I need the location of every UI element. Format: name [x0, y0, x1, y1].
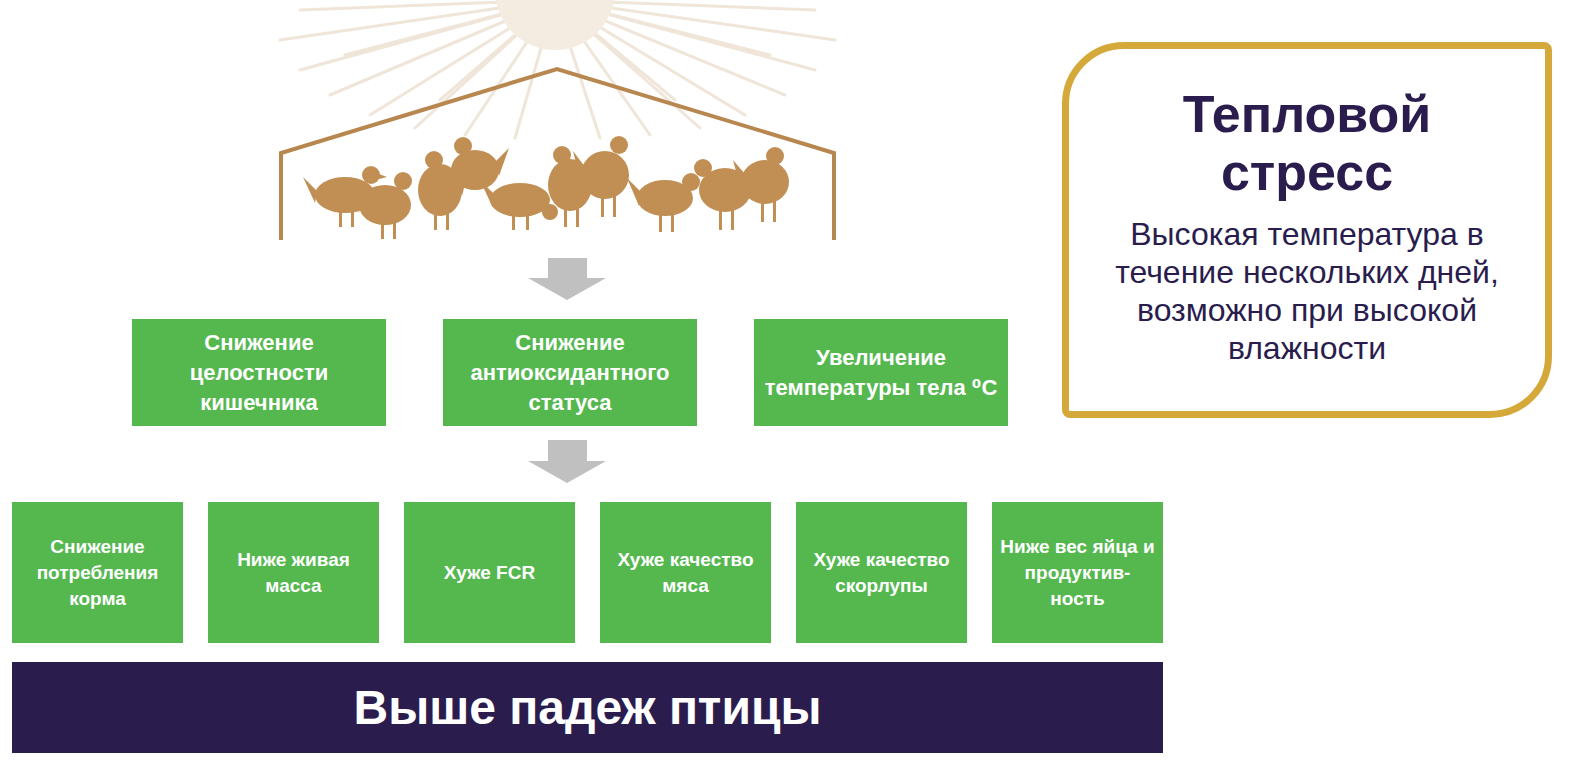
box-text: Ниже вес яйца и продуктив- ность — [998, 534, 1157, 612]
outcome-box: Ниже вес яйца и продуктив- ность — [992, 502, 1163, 643]
house-outline — [281, 69, 834, 240]
result-bar: Выше падеж птицы — [12, 662, 1163, 753]
box-text: Увеличение температуры тела ⁰C — [762, 343, 1000, 403]
box-text: Выше падеж птицы — [354, 680, 822, 736]
outcome-box: Снижение потребления корма — [12, 502, 183, 643]
outcome-box: Хуже качество скорлупы — [796, 502, 967, 643]
chickens — [303, 136, 789, 239]
outcome-box: Ниже живая масса — [208, 502, 379, 643]
down-arrow — [528, 258, 606, 300]
effect-box: Снижение целостности кишечника — [132, 319, 386, 426]
outcome-box: Хуже качество мяса — [600, 502, 771, 643]
box-text: Снижение целостности кишечника — [140, 328, 378, 418]
effect-box: Увеличение температуры тела ⁰C — [754, 319, 1008, 426]
down-arrow — [528, 440, 606, 483]
box-text: Хуже качество скорлупы — [802, 547, 961, 599]
box-text: Снижение потребления корма — [18, 534, 177, 612]
outcome-box: Хуже FCR — [404, 502, 575, 643]
box-text: Снижение антиоксидантного статуса — [451, 328, 689, 418]
box-text: Хуже FCR — [444, 560, 535, 586]
callout-box: Тепловой стрессВысокая температура в теч… — [1062, 42, 1552, 418]
sun — [495, 0, 615, 50]
box-body: Высокая температура в течение нескольких… — [1072, 215, 1542, 367]
effect-box: Снижение антиоксидантного статуса — [443, 319, 697, 426]
box-text: Тепловой стресс — [1147, 85, 1467, 201]
box-text: Ниже живая масса — [214, 547, 373, 599]
box-text: Хуже качество мяса — [606, 547, 765, 599]
